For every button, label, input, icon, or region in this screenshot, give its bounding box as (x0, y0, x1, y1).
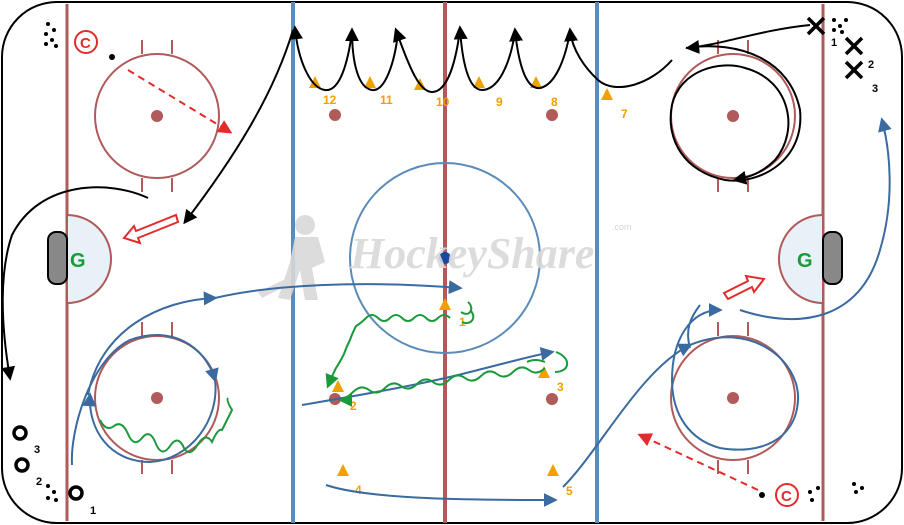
shot-arrow-right (722, 274, 766, 301)
coach-pass-bottom-right (637, 433, 759, 491)
neutral-dot-top-right (546, 109, 558, 121)
neutral-dot-bottom-right (546, 393, 558, 405)
svg-text:8: 8 (551, 95, 558, 109)
player-x-1 (806, 16, 826, 36)
puck (109, 54, 115, 60)
left-goal: G (47, 213, 112, 305)
player-x-1-number: 1 (831, 37, 837, 49)
svg-text:2: 2 (350, 399, 357, 413)
puck-pile-bottom-right (808, 482, 864, 502)
coach-label: C (781, 488, 792, 505)
neutral-dot-top-left (329, 109, 341, 121)
top-cone-7: 7 (601, 88, 628, 121)
coach-pass-top-left (127, 69, 233, 134)
bottom-cone-4: 4 (337, 464, 362, 497)
player-o-2-number: 2 (36, 476, 42, 488)
top-cone-8: 8 (530, 76, 558, 109)
player-o-3-number: 3 (34, 444, 40, 456)
right-goalie-label: G (797, 250, 813, 272)
left-goalie-label: G (70, 250, 86, 272)
green-puck-path (99, 301, 569, 454)
right-goal: G (778, 213, 843, 305)
puck (759, 492, 765, 498)
puck-pile-top-left (44, 22, 58, 48)
player-x-3 (844, 60, 864, 80)
coach-bottom-right: C (759, 482, 864, 507)
svg-text:9: 9 (496, 95, 503, 109)
player-o-1-number: 1 (90, 505, 96, 517)
svg-text:10: 10 (436, 95, 450, 109)
watermark: HockeyShare .com (258, 215, 632, 300)
center-faceoff-dot (439, 252, 451, 264)
team-x-players (806, 16, 864, 80)
svg-text:5: 5 (566, 484, 573, 498)
team-o-players (12, 425, 84, 501)
watermark-player-icon (258, 215, 325, 300)
player-o-3 (12, 425, 28, 441)
player-x-2-number: 2 (868, 59, 874, 71)
center-faceoff-circle (349, 162, 541, 354)
watermark-suffix: .com (612, 222, 632, 232)
svg-text:7: 7 (621, 107, 628, 121)
puck-pile-top-right (832, 18, 848, 34)
watermark-text: HockeyShare (349, 229, 594, 278)
svg-text:12: 12 (323, 93, 337, 107)
bottom-cone-5: 5 (547, 464, 573, 498)
svg-text:11: 11 (380, 93, 393, 107)
faceoff-circle-bottom-right (670, 322, 796, 474)
puck-pile-bottom-left (46, 484, 58, 502)
top-cone-12: 12 (309, 76, 337, 107)
svg-text:4: 4 (355, 483, 362, 497)
black-skating-path (1, 24, 811, 381)
faceoff-circle-top-left (94, 40, 220, 192)
shot-arrow-left (122, 213, 180, 245)
coach-top-left: C (44, 22, 115, 60)
coach-label: C (80, 35, 91, 52)
top-cone-11: 11 (364, 76, 393, 107)
player-x-2 (844, 36, 864, 56)
player-x-3-number: 3 (872, 83, 878, 95)
svg-text:3: 3 (557, 380, 564, 394)
player-o-2 (14, 457, 30, 473)
bottom-cone-3: 3 (538, 366, 564, 394)
player-o-1 (68, 485, 84, 501)
top-cone-9: 9 (473, 76, 503, 109)
